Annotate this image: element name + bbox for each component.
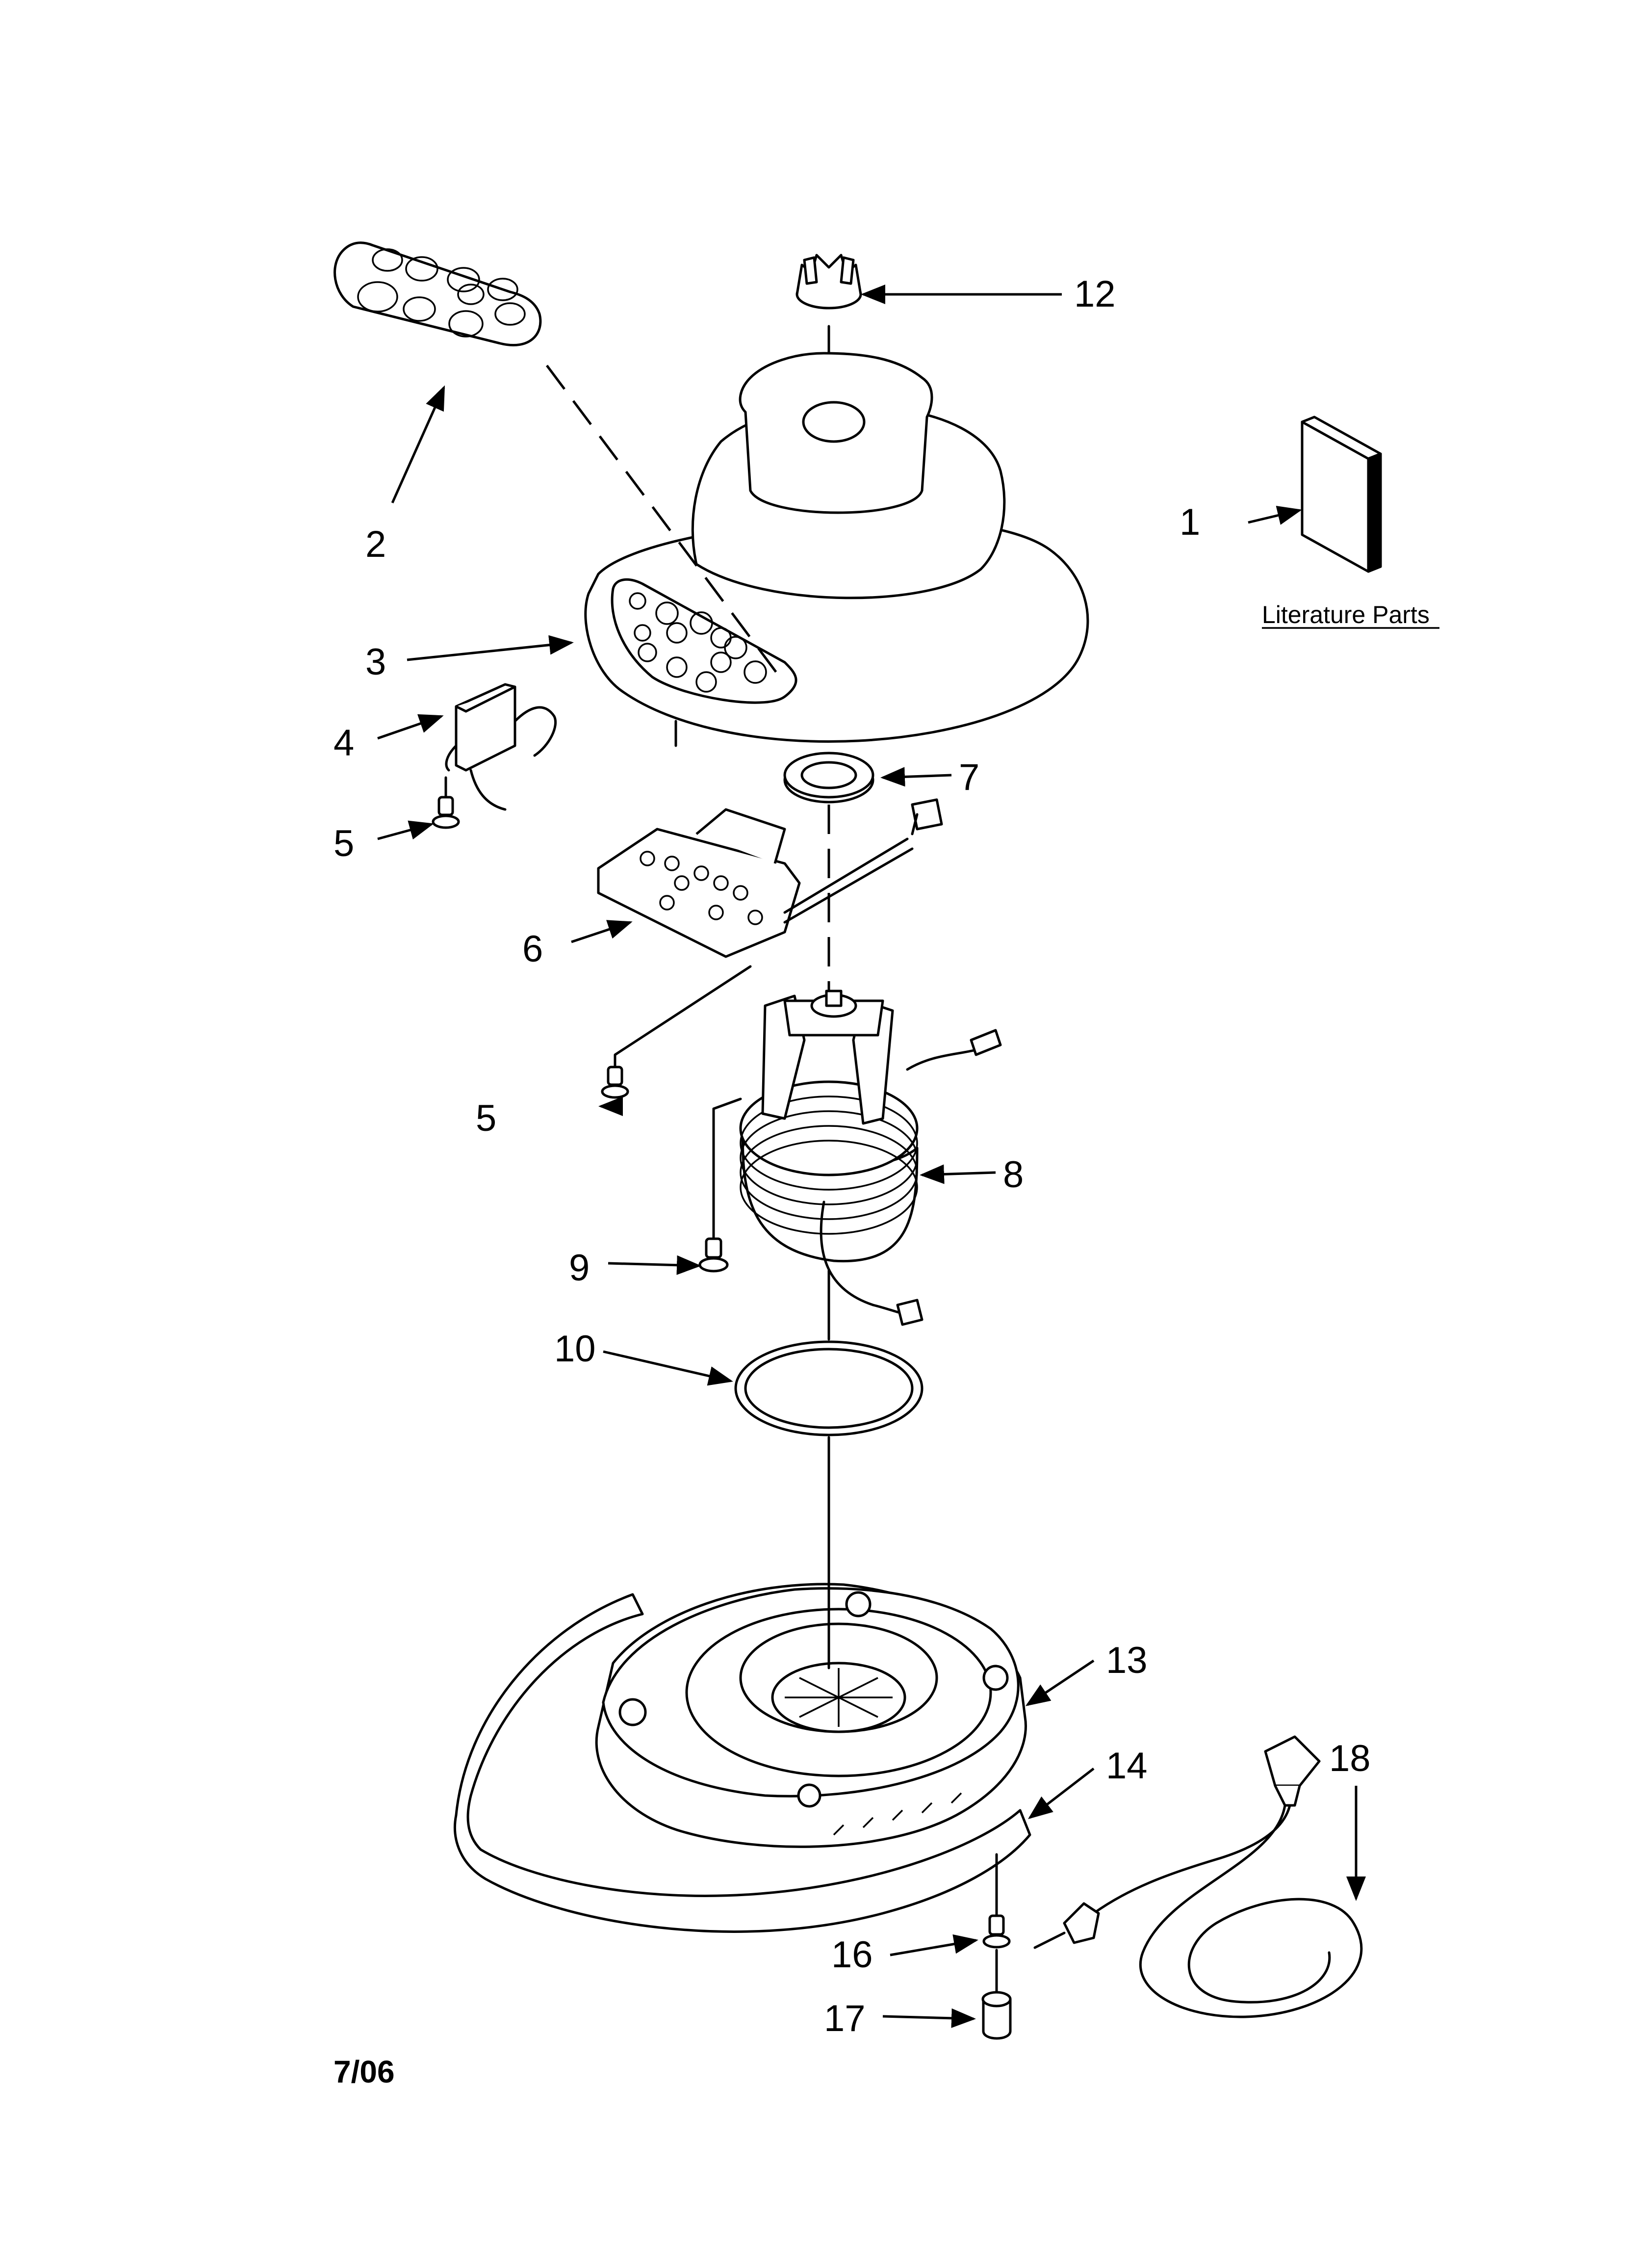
- part-label-strip: [454, 1593, 1031, 1933]
- leader-arrows: [377, 285, 1366, 2028]
- part-screw-a: [432, 776, 460, 829]
- part-power-cord: [1033, 1735, 1363, 2018]
- callout-10: 10: [554, 1328, 596, 1370]
- part-motor: [739, 990, 1002, 1326]
- assembly-guide-lines: [545, 325, 830, 1669]
- part-coupler: [795, 254, 862, 310]
- callout-16: 16: [831, 1934, 873, 1976]
- part-circuit-board: [597, 798, 943, 958]
- callout-1: 1: [1180, 501, 1200, 543]
- callout-12: 12: [1074, 273, 1116, 315]
- date-code: 7/06: [334, 2054, 395, 2089]
- part-screw-c: [698, 1097, 742, 1273]
- callout-6: 6: [522, 928, 543, 970]
- callout-4: 4: [334, 722, 354, 764]
- callout-5a: 5: [334, 823, 354, 864]
- callout-7: 7: [959, 756, 979, 798]
- part-foot-screw: [982, 1853, 1011, 1993]
- part-foot: [981, 1991, 1012, 2040]
- callout-18: 18: [1329, 1738, 1371, 1779]
- callout-5b: 5: [476, 1097, 496, 1139]
- callout-labels: 1 2 3 4 5 5 6 7 8 9 10 12 13 14 16 17 18…: [334, 273, 1439, 2089]
- callout-13: 13: [1106, 1640, 1148, 1681]
- callout-14: 14: [1106, 1745, 1148, 1787]
- part-base: [595, 1583, 1027, 1848]
- callout-8: 8: [1003, 1154, 1024, 1196]
- callout-17: 17: [824, 1998, 866, 2039]
- part-seal-ring: [783, 752, 874, 804]
- part-screw-b: [601, 965, 752, 1099]
- part-keypad-overlay: [334, 241, 542, 347]
- callout-9: 9: [569, 1247, 590, 1289]
- callout-2: 2: [365, 523, 386, 565]
- part-gasket-ring: [734, 1340, 924, 1436]
- part-switch-module: [445, 683, 557, 811]
- part-housing: [584, 352, 1089, 743]
- part-literature: [1301, 416, 1382, 573]
- callout-3: 3: [365, 641, 386, 683]
- literature-caption: Literature Parts: [1262, 601, 1430, 628]
